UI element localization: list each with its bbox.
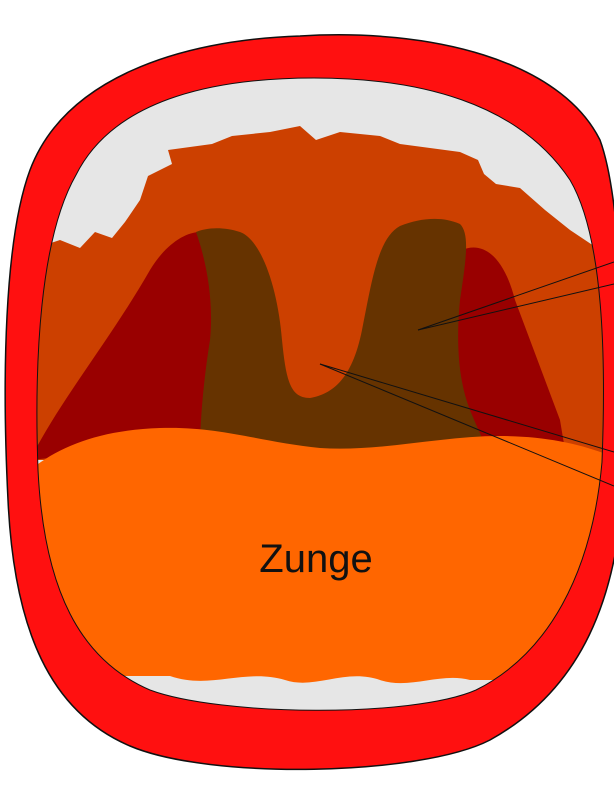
tongue-label: Zunge xyxy=(259,537,372,581)
